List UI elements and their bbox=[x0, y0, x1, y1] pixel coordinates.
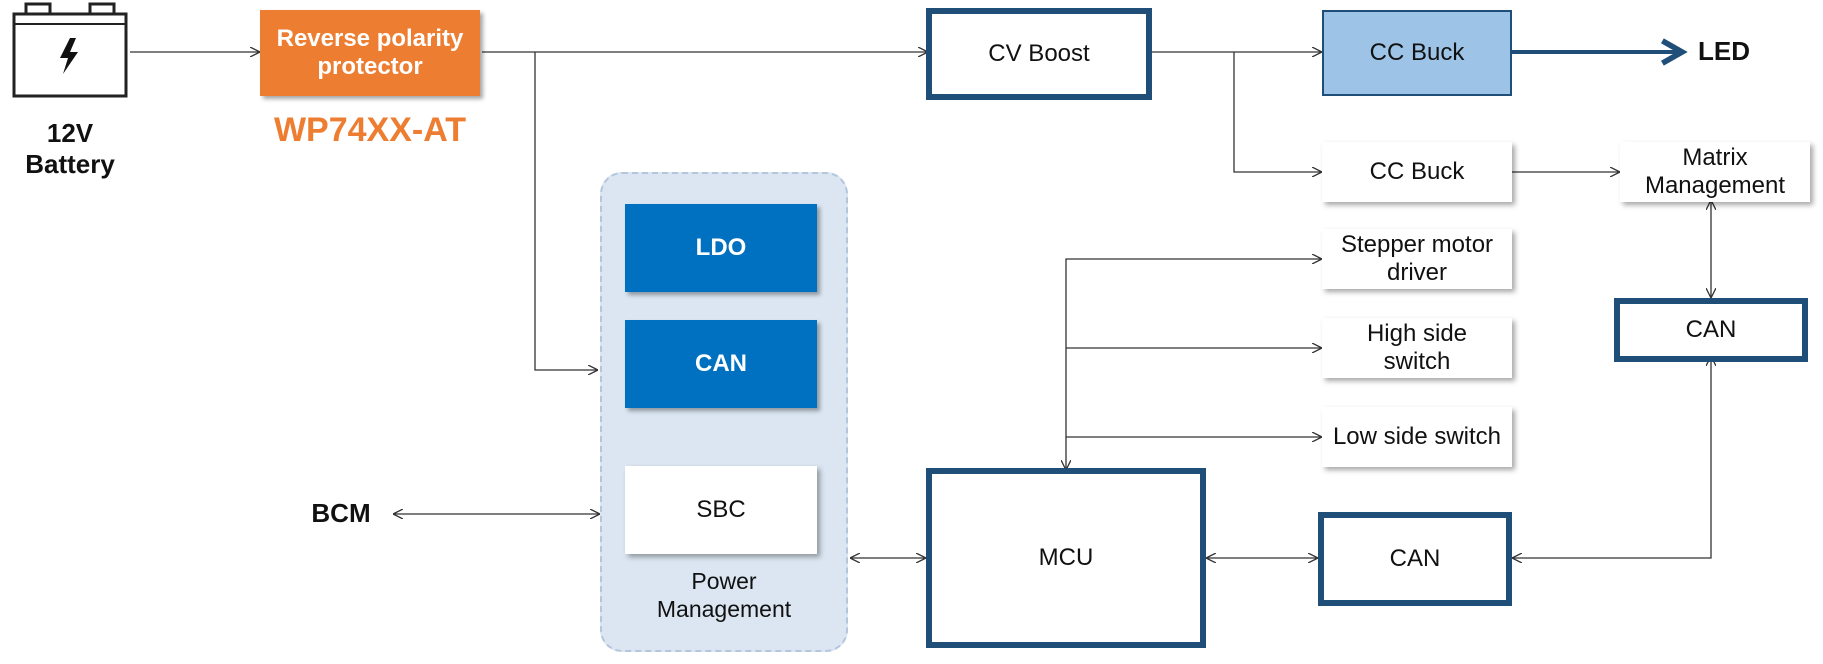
battery-icon bbox=[12, 2, 128, 98]
stepper-motor-driver-block: Stepper motor driver bbox=[1322, 229, 1512, 289]
cv-boost-block: CV Boost bbox=[926, 8, 1152, 100]
bcm-label: BCM bbox=[311, 498, 371, 528]
wire-canbottom-canright bbox=[1512, 356, 1711, 558]
led-label: LED bbox=[1698, 36, 1750, 66]
wire-mcu-stepper bbox=[1066, 259, 1322, 470]
matrix-management-block: Matrix Management bbox=[1620, 142, 1810, 202]
can-bottom-block: CAN bbox=[1318, 512, 1512, 606]
wire-cvboost-ccbuck2 bbox=[1233, 52, 1322, 172]
low-side-switch-block: Low side switch bbox=[1322, 407, 1512, 467]
wire-rpp-pm bbox=[534, 52, 598, 370]
ldo-block: LDO bbox=[625, 204, 817, 292]
battery-label: 12V Battery bbox=[25, 118, 115, 180]
cc-buck-matrix-block: CC Buck bbox=[1322, 142, 1512, 202]
high-side-switch-block: High side switch bbox=[1322, 318, 1512, 378]
cc-buck-led-block: CC Buck bbox=[1322, 10, 1512, 96]
mcu-block: MCU bbox=[926, 468, 1206, 648]
reverse-polarity-block: Reverse polarity protector bbox=[260, 10, 480, 96]
can-right-block: CAN bbox=[1614, 298, 1808, 362]
sbc-block: SBC bbox=[625, 466, 817, 554]
part-number-label: WP74XX-AT bbox=[273, 111, 467, 149]
power-management-label: Power Management bbox=[656, 568, 792, 622]
pm-can-block: CAN bbox=[625, 320, 817, 408]
